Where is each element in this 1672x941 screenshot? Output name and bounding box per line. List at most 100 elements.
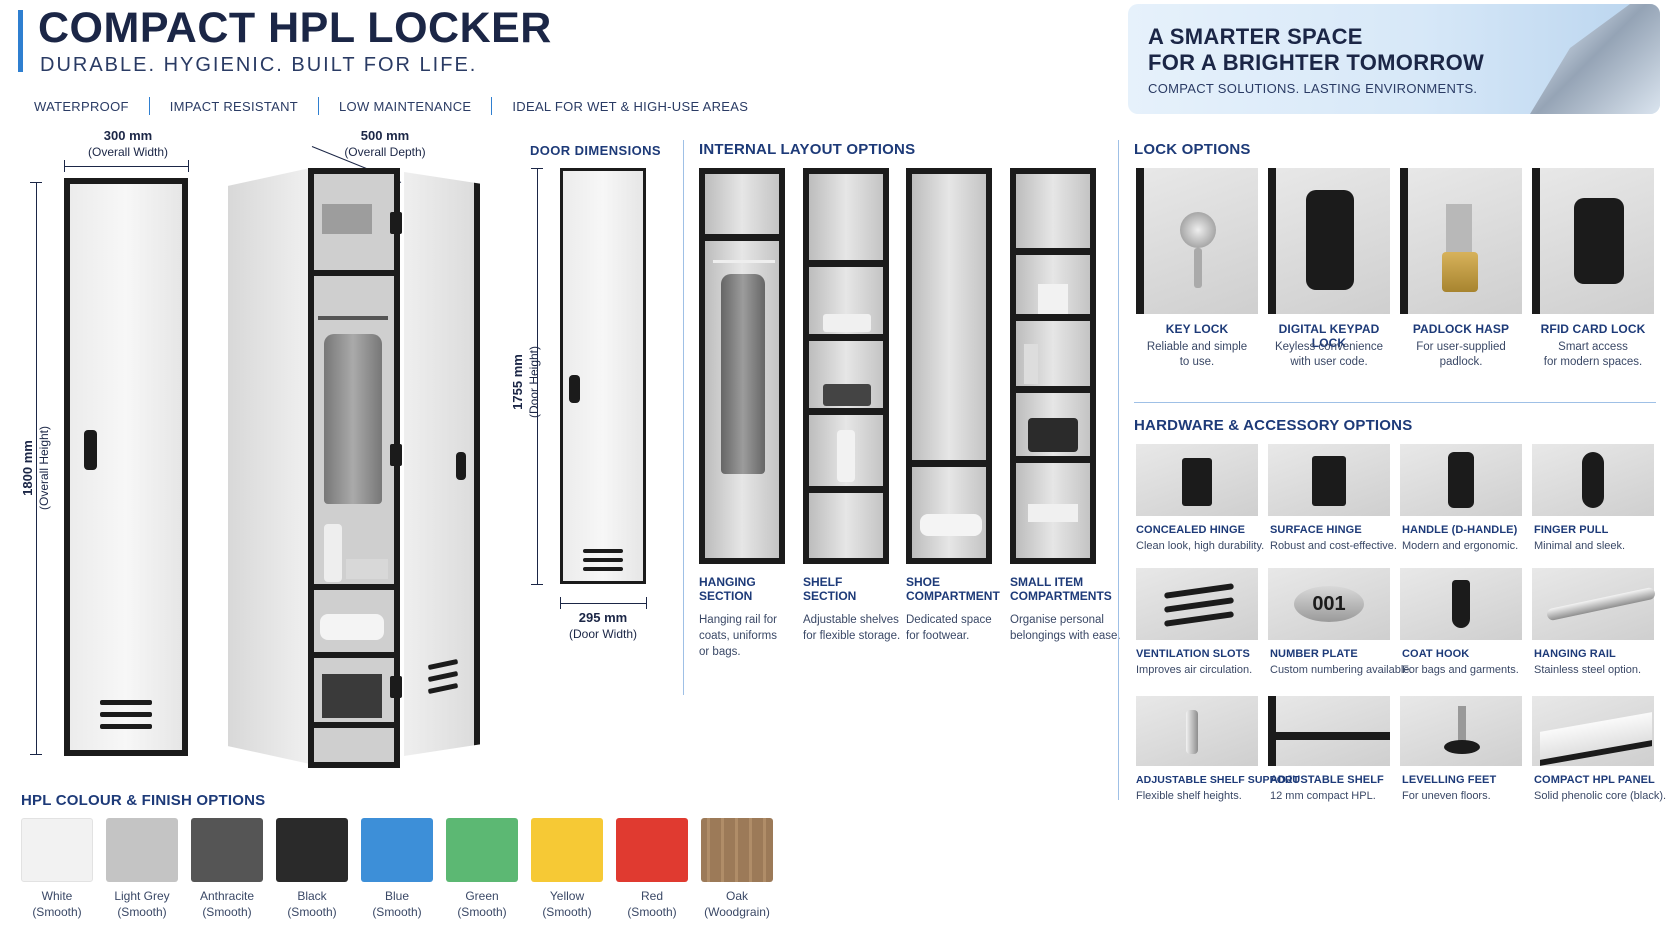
- bottle-icon: [837, 430, 855, 482]
- bottle-icon: [324, 524, 342, 582]
- dim-tick: [30, 754, 42, 755]
- hardware-desc: Flexible shelf heights.: [1136, 790, 1242, 802]
- swatch-finish: (Woodgrain): [704, 905, 770, 919]
- page-subtitle: DURABLE. HYGIENIC. BUILT FOR LIFE.: [40, 54, 478, 76]
- swatch-name: Blue: [384, 889, 410, 903]
- hardware-label: VENTILATION SLOTS: [1136, 648, 1250, 660]
- width-dimension: 300 mm (Overall Width): [78, 128, 178, 160]
- lock-label-key: KEY LOCK: [1165, 322, 1229, 336]
- swatch-black[interactable]: [276, 818, 348, 882]
- shelf: [314, 652, 394, 658]
- hardware-desc: Modern and ergonomic.: [1402, 540, 1519, 552]
- height-label: (Overall Height): [37, 425, 51, 511]
- concealed-hinge-tile: [1136, 444, 1258, 516]
- jacket-icon: [324, 334, 382, 504]
- layout-label-line: SECTION: [699, 589, 753, 603]
- swatch-finish: (Smooth): [542, 905, 592, 919]
- key-icon: [1194, 248, 1202, 288]
- rfid-icon: [1574, 198, 1624, 284]
- door-height-value: 1755 mm: [510, 354, 525, 410]
- number-plate-icon: 001: [1294, 586, 1364, 622]
- coat-hook-tile: [1400, 568, 1522, 640]
- hardware-desc: 12 mm compact HPL.: [1270, 790, 1376, 802]
- swatch-red[interactable]: [616, 818, 688, 882]
- swatch-label: Yellow(Smooth): [524, 888, 610, 920]
- shelf-support-tile: [1136, 696, 1258, 766]
- locker-front-illustration: [64, 178, 188, 756]
- swatch-finish: (Smooth): [287, 905, 337, 919]
- vent-slot-icon: [1163, 583, 1235, 599]
- swatch-anthracite[interactable]: [191, 818, 263, 882]
- lock-icon: [456, 452, 466, 480]
- title-accent-bar: [18, 10, 23, 72]
- swatch-green[interactable]: [446, 818, 518, 882]
- depth-value: 500 mm: [360, 128, 410, 143]
- swatch-name: Red: [640, 889, 663, 903]
- swatch-oak[interactable]: [701, 818, 773, 882]
- layout-desc-line: Dedicated space: [906, 614, 992, 626]
- lock-desc-padlock: For user-supplied padlock.: [1400, 340, 1522, 370]
- swatch-finish: (Smooth): [117, 905, 167, 919]
- concealed-hinge-icon: [1182, 458, 1212, 506]
- rfid-card-lock-tile: [1532, 168, 1654, 314]
- swatch-name: Oak: [725, 889, 748, 903]
- hanging-section-illustration: [699, 168, 785, 564]
- swatch-white[interactable]: [21, 818, 93, 882]
- hardware-desc: Solid phenolic core (black).: [1534, 790, 1667, 802]
- lock-desc-line: to use.: [1179, 356, 1215, 368]
- swatch-blue[interactable]: [361, 818, 433, 882]
- swatch-label: Green(Smooth): [439, 888, 525, 920]
- layout-label-small-item: SMALL ITEM COMPARTMENTS: [1010, 575, 1112, 603]
- shelf: [1016, 314, 1090, 321]
- promo-banner: A SMARTER SPACE FOR A BRIGHTER TOMORROW …: [1128, 4, 1660, 114]
- colour-options-title: HPL COLOUR & FINISH OPTIONS: [21, 792, 266, 809]
- shelf: [1016, 248, 1090, 255]
- hinge-icon: [390, 676, 402, 698]
- door-frame: [1532, 168, 1540, 314]
- key-lock-icon: [1180, 212, 1216, 248]
- lock-desc-line: padlock.: [1439, 356, 1483, 368]
- layout-desc-line: Organise personal: [1010, 614, 1104, 626]
- digital-keypad-lock-tile: [1268, 168, 1390, 314]
- swatch-yellow[interactable]: [531, 818, 603, 882]
- lock-desc-key: Reliable and simple to use.: [1136, 340, 1258, 370]
- hardware-desc: For uneven floors.: [1402, 790, 1491, 802]
- hpl-panel-tile: [1532, 696, 1654, 766]
- layout-desc-line: or bags.: [699, 646, 741, 658]
- vent-slot: [427, 658, 459, 671]
- section-divider: [1118, 140, 1119, 800]
- section-divider: [1134, 402, 1656, 403]
- feature-list: WATERPROOF IMPACT RESISTANT LOW MAINTENA…: [34, 97, 748, 115]
- hardware-desc: Robust and cost-effective.: [1270, 540, 1397, 552]
- lock-label-rfid: RFID CARD LOCK: [1540, 322, 1646, 336]
- hardware-desc: Minimal and sleek.: [1534, 540, 1626, 552]
- dim-tick: [531, 168, 543, 169]
- layout-label-line: SHOE: [906, 575, 941, 589]
- vent-slot: [427, 682, 459, 695]
- swatch-name: White: [41, 889, 73, 903]
- hanging-rail-tile: [1532, 568, 1657, 640]
- door-dimensions-title: DOOR DIMENSIONS: [530, 143, 661, 158]
- books-icon: [1024, 344, 1038, 384]
- hardware-label: ADJUSTABLE SHELF SUPPORT: [1136, 774, 1300, 786]
- swatch-label: Blue(Smooth): [354, 888, 440, 920]
- layout-label-line: HANGING: [699, 575, 756, 589]
- hanging-rail-icon: [713, 260, 775, 263]
- number-plate-tile: 001: [1268, 568, 1390, 640]
- banner-headline: A SMARTER SPACE FOR A BRIGHTER TOMORROW: [1148, 24, 1484, 76]
- lock-label-padlock: PADLOCK HASP: [1412, 322, 1510, 336]
- storage-box-icon: [322, 204, 372, 234]
- shelf-section-illustration: [803, 168, 889, 564]
- locker-open-door: [404, 172, 480, 756]
- hpl-panel-icon: [1540, 712, 1652, 766]
- swatch-name: Black: [297, 889, 327, 903]
- lock-desc-line: Keyless convenience: [1274, 341, 1384, 353]
- door-width-value: 295 mm: [578, 610, 628, 625]
- layout-label-hanging: HANGING SECTION: [699, 575, 756, 603]
- swatch-light-grey[interactable]: [106, 818, 178, 882]
- pen-cup-icon: [1038, 284, 1068, 314]
- shelf: [809, 260, 883, 267]
- layout-desc-line: for flexible storage.: [803, 630, 901, 642]
- door-height-dimension: 1755 mm (Door Height): [510, 312, 542, 452]
- feature-item: WATERPROOF: [34, 98, 129, 114]
